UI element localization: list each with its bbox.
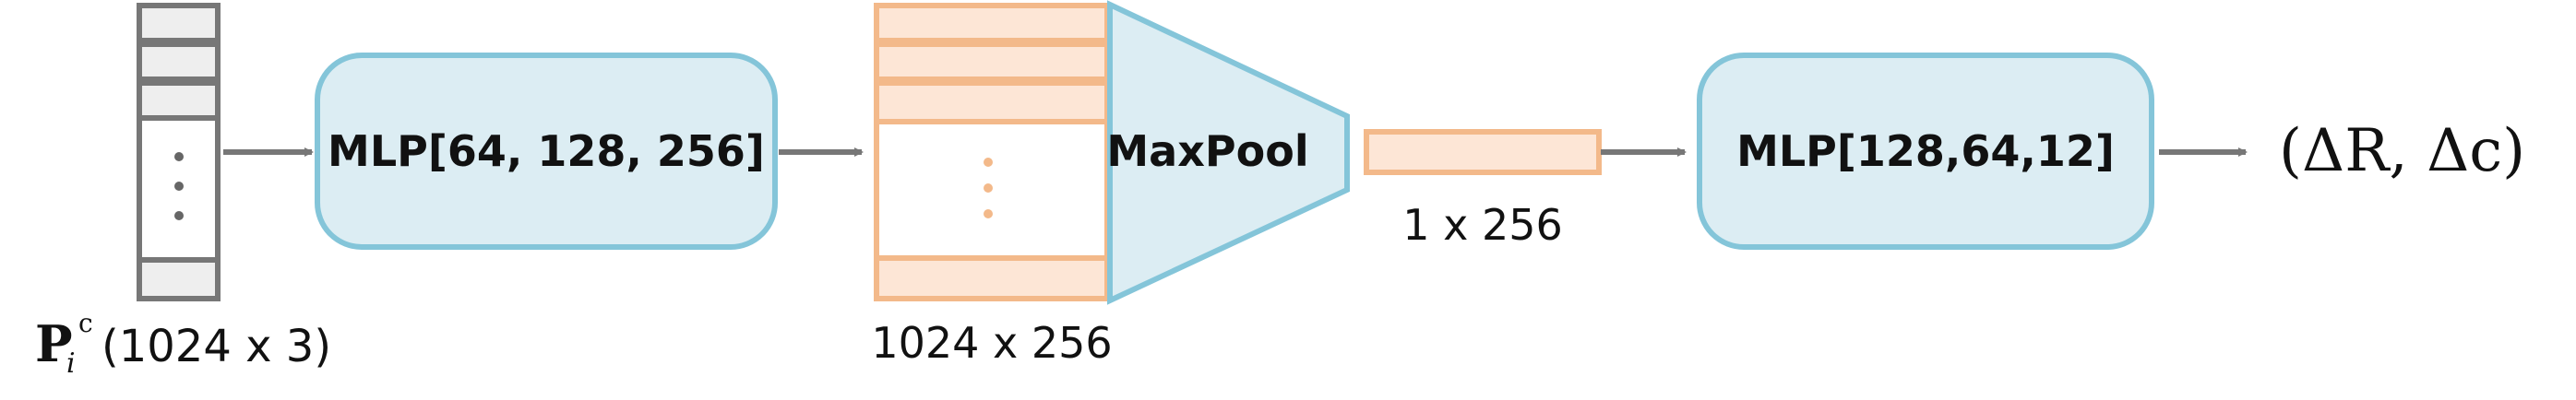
input-dims: (1024 x 3) xyxy=(101,321,331,372)
input-point-column xyxy=(137,3,221,301)
mlp1-block: MLP[64, 128, 256] xyxy=(315,53,778,250)
mlp2-block: MLP[128,64,12] xyxy=(1697,53,2154,250)
maxpool-label: MaxPool xyxy=(1106,126,1308,176)
input-superscript: c xyxy=(78,308,93,338)
input-label: P i c (1024 x 3) xyxy=(35,308,331,380)
ellipsis-dot xyxy=(174,211,184,220)
input-symbol: P xyxy=(35,314,73,373)
maxpool-block: MaxPool xyxy=(1106,0,1350,305)
ellipsis-dot xyxy=(174,152,184,161)
global-feature-dims: 1 x 256 xyxy=(1402,200,1563,250)
global-feature-vector xyxy=(1364,129,1602,175)
mlp2-label: MLP[128,64,12] xyxy=(1736,126,2115,176)
mlp1-label: MLP[64, 128, 256] xyxy=(328,126,765,176)
output-label: (ΔR, Δc) xyxy=(2279,117,2525,185)
feature-map xyxy=(874,3,1110,301)
ellipsis-dot xyxy=(984,209,993,218)
feature-map-dims: 1024 x 256 xyxy=(871,318,1112,368)
ellipsis-dot xyxy=(174,182,184,191)
ellipsis-dot xyxy=(984,158,993,167)
ellipsis-dot xyxy=(984,183,993,193)
input-subscript: i xyxy=(66,347,76,380)
